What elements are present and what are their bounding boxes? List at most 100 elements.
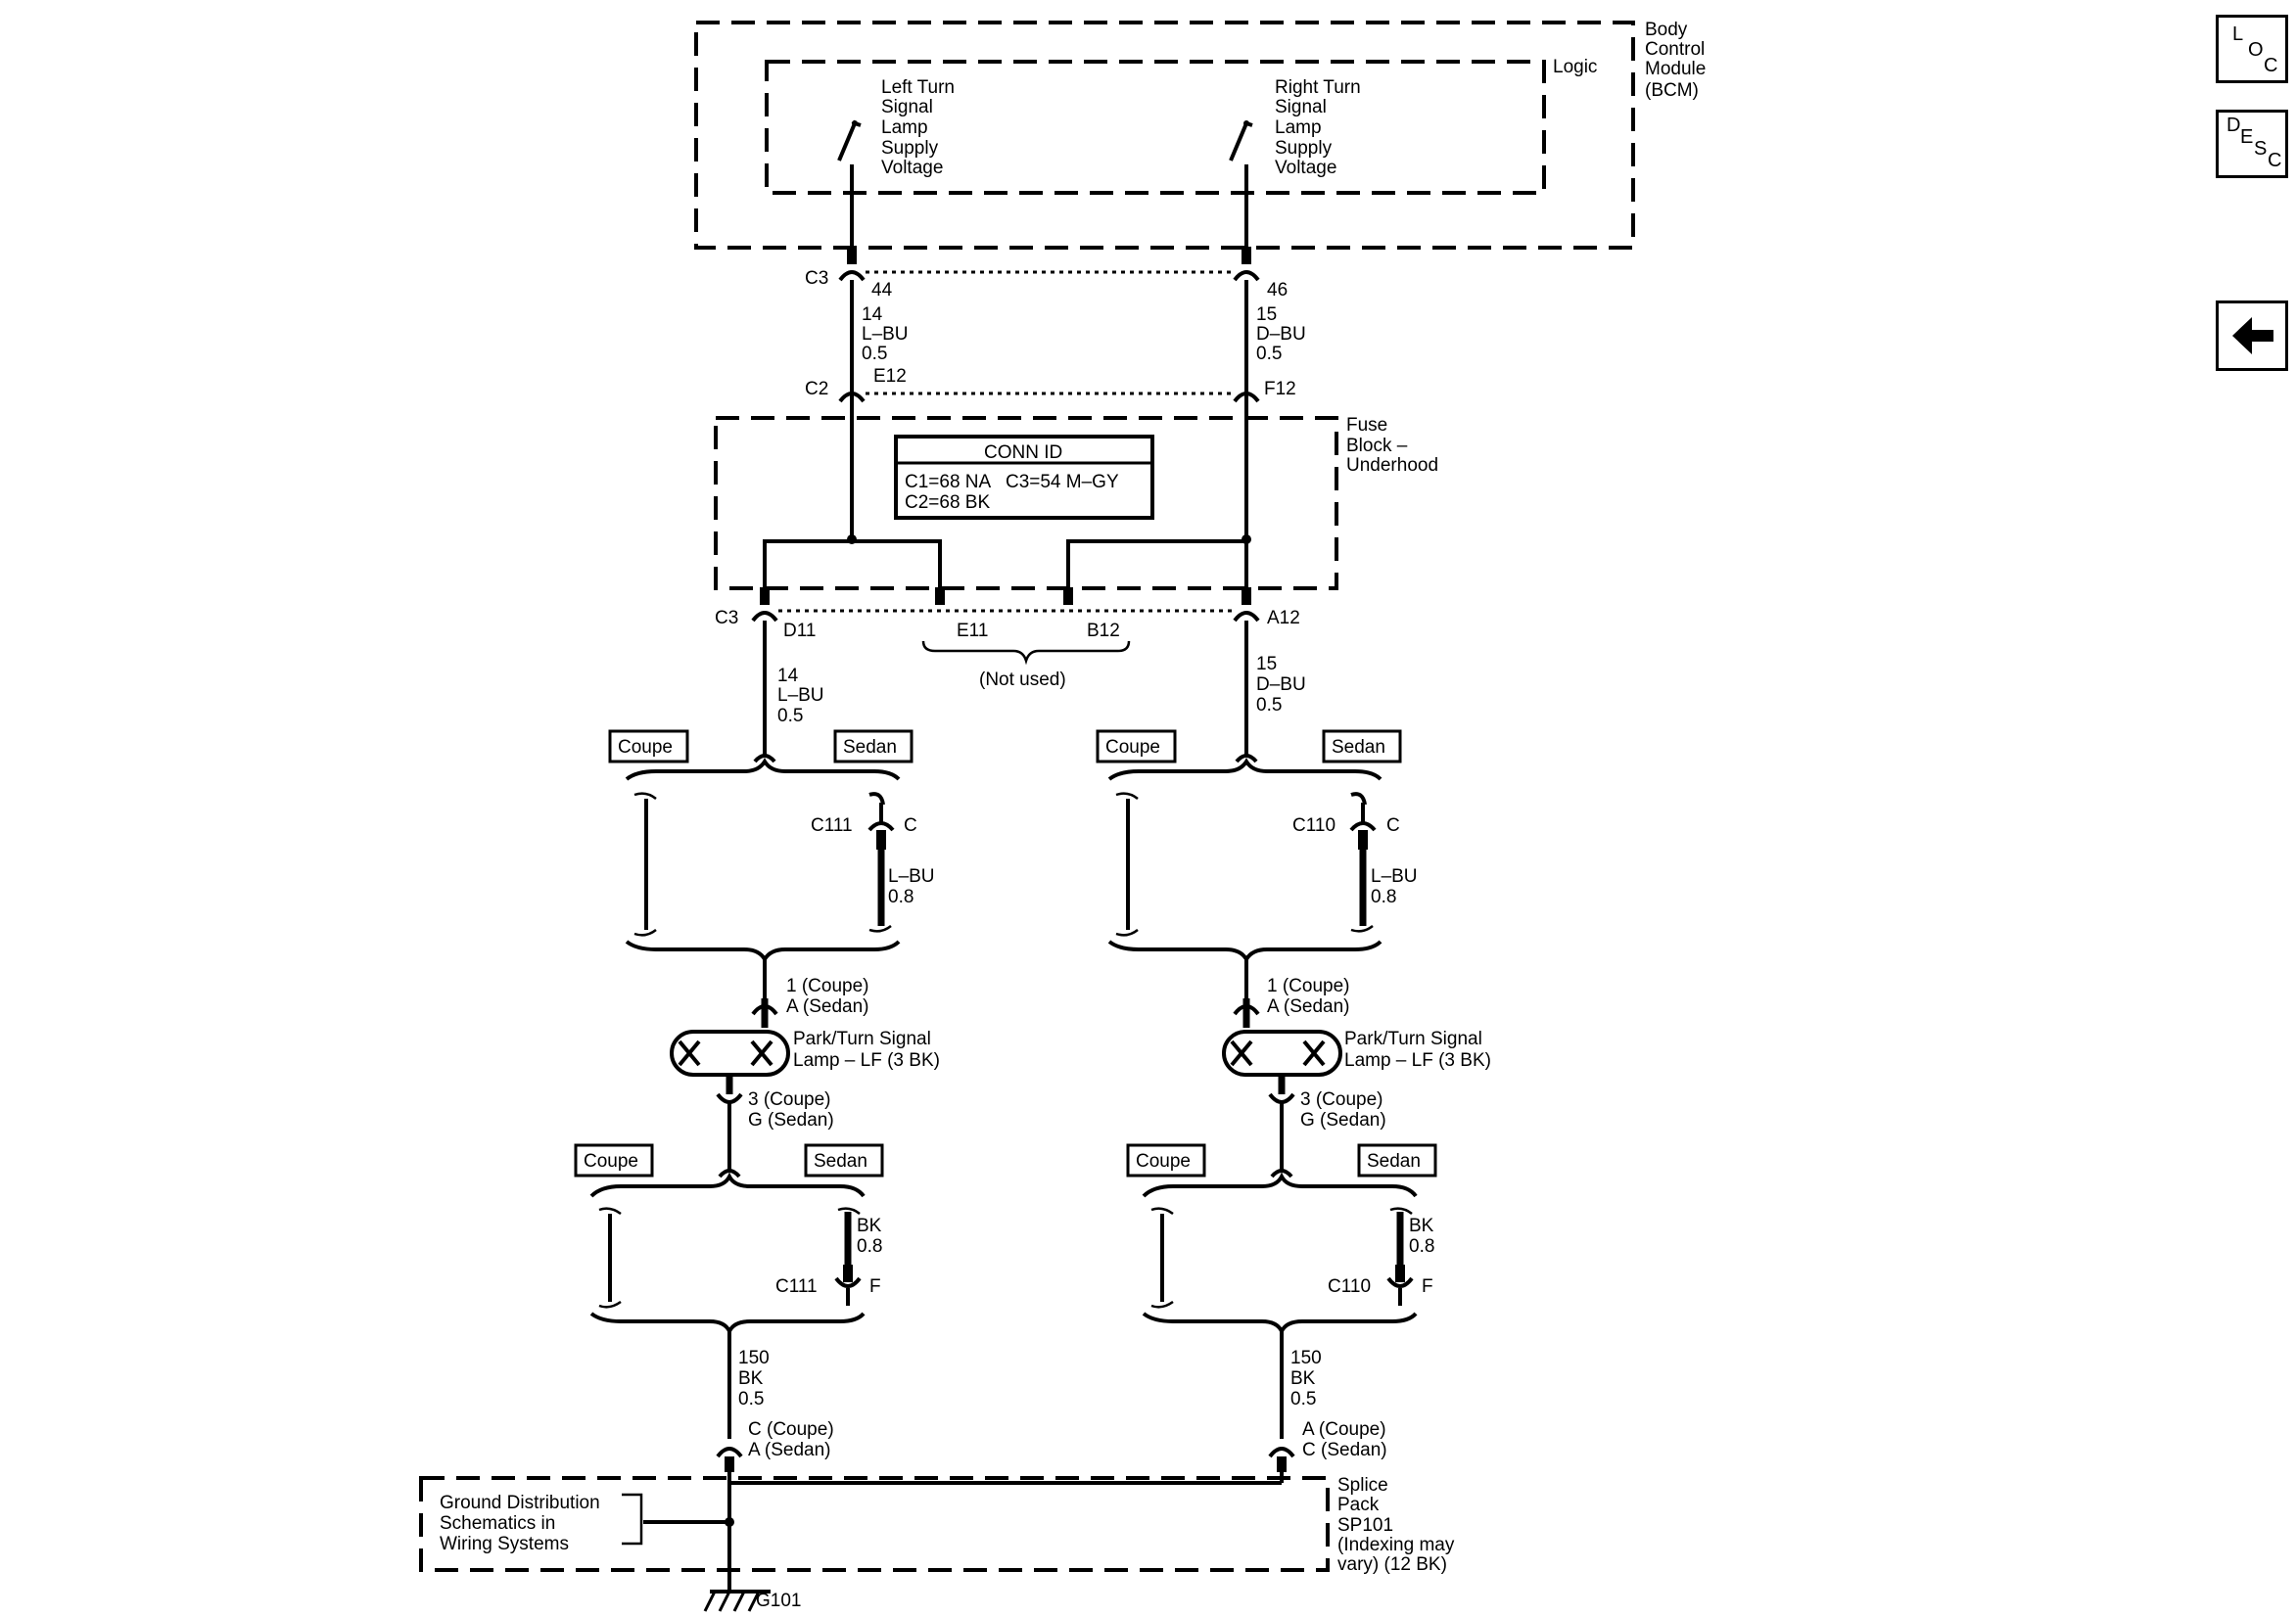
- pin-b12: B12: [1087, 621, 1120, 641]
- right-switch-label-5: Voltage: [1275, 158, 1336, 178]
- right-pin-46: 46: [1267, 280, 1288, 300]
- back-button[interactable]: [2216, 300, 2288, 371]
- right-wire1-color: D–BU: [1256, 674, 1306, 695]
- left-coupe-label-2: Coupe: [574, 1143, 654, 1178]
- right-sedan-text-2: Sedan: [1367, 1151, 1421, 1172]
- left-lamp-label-1: Park/Turn Signal: [793, 1029, 931, 1049]
- right-lamp-pin-bottom-1: 3 (Coupe): [1300, 1089, 1383, 1110]
- conn-id-line1: C1=68 NA C3=54 M–GY: [905, 472, 1119, 492]
- right-lamp-label-2: Lamp – LF (3 BK): [1344, 1050, 1491, 1071]
- left-coupe-label-1: Coupe: [608, 729, 689, 763]
- right-coupe-text-2: Coupe: [1136, 1151, 1191, 1172]
- right-coupe-text-1: Coupe: [1105, 737, 1160, 758]
- left-switch-symbol: [837, 119, 862, 162]
- right-sedan-label-1: Sedan: [1322, 729, 1402, 763]
- left-jumper1-gauge: 0.8: [888, 887, 914, 907]
- ground-id: G101: [756, 1591, 801, 1611]
- right-c3-lower-connector: [1233, 611, 1260, 623]
- left-c111-top: C111: [811, 815, 853, 836]
- right-ground-wire-gauge: 0.5: [1290, 1389, 1316, 1409]
- loc-button[interactable]: L O C: [2216, 15, 2288, 83]
- pin-e11: E11: [957, 621, 988, 641]
- left-switch-label-5: Voltage: [881, 158, 943, 178]
- left-fuse-bus: [763, 539, 942, 592]
- bcm-label-line2: Control: [1645, 39, 1705, 60]
- splice-pack-box: [419, 1476, 1330, 1572]
- right-wire1-circuit: 15: [1256, 654, 1277, 674]
- right-ground-wire-color: BK: [1290, 1368, 1316, 1389]
- right-c110-top: C110: [1292, 815, 1335, 836]
- right-sedan-text-1: Sedan: [1332, 737, 1385, 758]
- loc-letter-o: O: [2248, 39, 2264, 61]
- right-switch-label-4: Supply: [1275, 138, 1333, 159]
- left-ground-wire-color: BK: [738, 1368, 764, 1389]
- right-switch-label-3: Lamp: [1275, 117, 1322, 138]
- ground-splice-dot: [725, 1517, 734, 1527]
- right-ground-wire-circuit: 150: [1290, 1348, 1322, 1368]
- splice-pack-label-5: vary) (12 BK): [1337, 1554, 1447, 1575]
- left-switch-label-3: Lamp: [881, 117, 928, 138]
- left-c3-lower-connector: [751, 611, 778, 623]
- splice-pack-label-1: Splice: [1337, 1475, 1388, 1496]
- right-switch-label-2: Signal: [1275, 97, 1327, 117]
- right-jumper2-gauge: 0.8: [1409, 1236, 1434, 1257]
- ground-reference-1: Ground Distribution: [440, 1493, 600, 1513]
- right-jumper1-color: L–BU: [1371, 866, 1418, 887]
- conn-c3-lower: C3: [715, 608, 738, 628]
- left-wire1-circuit: 14: [777, 666, 799, 686]
- right-wire1-gauge: 0.5: [1256, 695, 1282, 716]
- right-c2-connector: [1233, 392, 1260, 403]
- right-color: D–BU: [1256, 324, 1306, 345]
- right-branch: 15 D–BU 0.5 Coupe Sedan C110 C L–BU 0.8 …: [1096, 621, 1491, 1472]
- desc-button[interactable]: D E S C: [2216, 110, 2288, 178]
- left-c111-top-pin: C: [904, 815, 917, 836]
- left-c111-bottom-pin: F: [869, 1276, 881, 1297]
- right-lamp-label-1: Park/Turn Signal: [1344, 1029, 1482, 1049]
- right-c2-pin: F12: [1264, 379, 1296, 399]
- logic-label: Logic: [1553, 57, 1597, 77]
- desc-letter-e: E: [2240, 126, 2254, 148]
- pin-d11: D11: [783, 621, 816, 641]
- right-circuit: 15: [1256, 304, 1277, 325]
- right-sedan-label-2: Sedan: [1357, 1143, 1437, 1178]
- left-ground-wire-gauge: 0.5: [738, 1389, 764, 1409]
- conn-id-title: CONN ID: [984, 442, 1062, 463]
- logic-box: [765, 60, 1546, 195]
- left-color: L–BU: [862, 324, 909, 345]
- ground-reference-2: Schematics in: [440, 1513, 555, 1534]
- left-sedan-label-1: Sedan: [833, 729, 914, 763]
- right-fuse-bus: [1066, 539, 1248, 592]
- right-c110-bottom: C110: [1328, 1276, 1371, 1297]
- splice-pack-label-3: SP101: [1337, 1515, 1393, 1536]
- left-lamp-pin-top-1: 1 (Coupe): [786, 976, 869, 996]
- left-pin-44: 44: [871, 280, 893, 300]
- left-splice-pin-1: C (Coupe): [748, 1419, 834, 1440]
- splice-pack-label-2: Pack: [1337, 1495, 1380, 1515]
- ground-reference-bracket: [622, 1493, 643, 1546]
- left-arrow-icon: [2232, 317, 2273, 354]
- left-switch-label-2: Signal: [881, 97, 933, 117]
- right-switch-label-1: Right Turn: [1275, 77, 1361, 98]
- fuse-block-label-1: Fuse: [1346, 415, 1387, 436]
- pin-b12-mark: [1063, 587, 1073, 605]
- bcm-label-line3: Module: [1645, 59, 1706, 79]
- left-c3-connector: [838, 270, 866, 282]
- right-jumper1-gauge: 0.8: [1371, 887, 1396, 907]
- left-ground-wire-circuit: 150: [738, 1348, 770, 1368]
- left-jumper2-color: BK: [857, 1216, 882, 1236]
- right-lamp-symbol: [1222, 1030, 1342, 1077]
- not-used-label: (Not used): [979, 670, 1066, 690]
- right-splice-pin-1: A (Coupe): [1302, 1419, 1386, 1440]
- loc-letter-l: L: [2232, 23, 2244, 45]
- pin-d11-mark: [760, 587, 770, 605]
- desc-letter-d: D: [2226, 115, 2241, 136]
- splice-pack-label-4: (Indexing may: [1337, 1535, 1455, 1555]
- left-jumper1-color: L–BU: [888, 866, 935, 887]
- left-lamp-label-2: Lamp – LF (3 BK): [793, 1050, 940, 1071]
- left-wire1-color: L–BU: [777, 685, 824, 706]
- right-lamp-pin-bottom-2: G (Sedan): [1300, 1110, 1386, 1131]
- fuse-block-label-3: Underhood: [1346, 455, 1438, 476]
- ground-reference-3: Wiring Systems: [440, 1534, 569, 1554]
- bcm-label-line4: (BCM): [1645, 80, 1699, 101]
